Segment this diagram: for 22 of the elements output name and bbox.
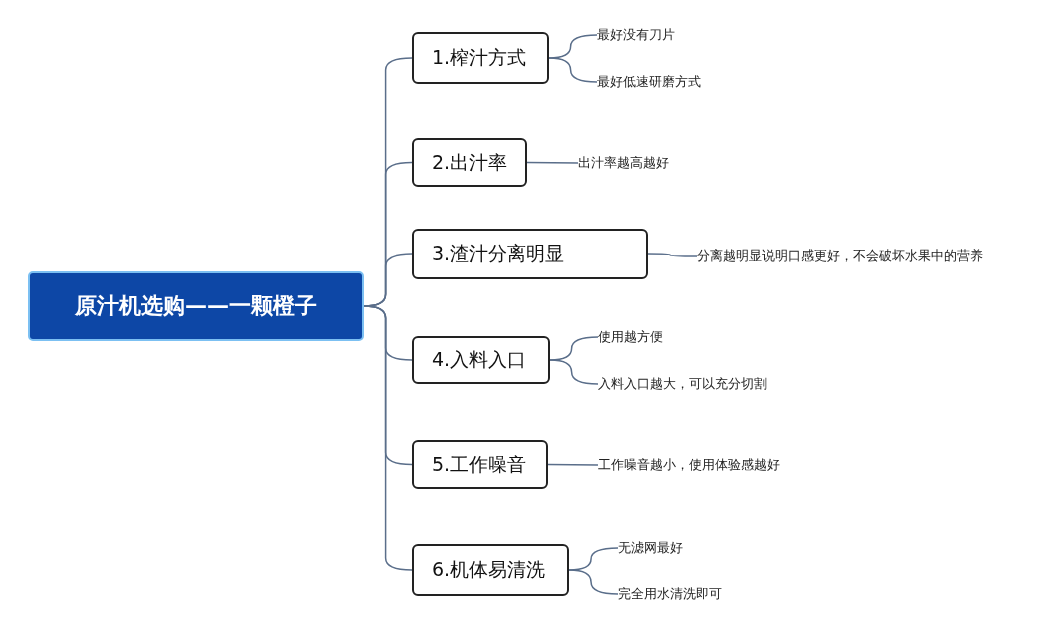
topic-box: 原汁机选购——一颗橙子 — [28, 271, 364, 341]
connector-line — [526, 161, 579, 164]
connector-line — [547, 463, 599, 466]
note-text: 无滤网最好 — [618, 538, 683, 558]
connector-line — [647, 253, 698, 257]
subtopic-box: 2.出汁率 — [412, 138, 527, 187]
subtopic-box: 4.入料入口 — [412, 336, 550, 384]
note-text: 完全用水清洗即可 — [618, 584, 722, 604]
connector-line — [568, 569, 619, 595]
note-text: 最好低速研磨方式 — [597, 72, 701, 92]
connector-line — [549, 359, 599, 385]
note-text: 使用越方便 — [598, 327, 663, 347]
note-text: 工作噪音越小，使用体验感越好 — [598, 455, 780, 475]
subtopic-box: 6.机体易清洗 — [412, 544, 569, 596]
subtopic-box: 1.榨汁方式 — [412, 32, 549, 84]
note-text: 分离越明显说明口感更好，不会破坏水果中的营养 — [697, 246, 983, 266]
note-text: 最好没有刀片 — [597, 25, 675, 45]
note-text: 出汁率越高越好 — [578, 153, 669, 173]
subtopic-box: 3.渣汁分离明显 — [412, 229, 648, 279]
note-text: 入料入口越大，可以充分切割 — [598, 374, 767, 394]
subtopic-box: 5.工作噪音 — [412, 440, 548, 489]
connector-line — [548, 57, 598, 83]
